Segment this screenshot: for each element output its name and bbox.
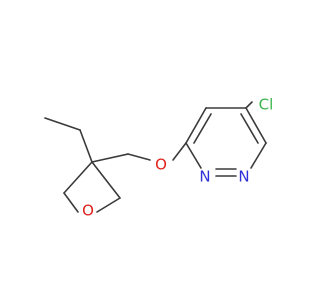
chlorine-label: Cl — [259, 96, 274, 114]
molecule-drawing: Cl N N O O — [44, 96, 274, 220]
ether-oxygen-label: O — [155, 156, 167, 174]
bond-ch2-cq — [91, 153, 129, 163]
bond-n-c1 — [185, 142, 202, 169]
bond-c4-n — [250, 142, 267, 169]
nitrogen-label-1: N — [238, 168, 249, 186]
bond-ethyl-ch3 — [44, 117, 81, 131]
ring-oxygen-label: O — [82, 202, 94, 220]
bond-c1-o — [172, 142, 187, 161]
bond-o-ch2 — [127, 153, 151, 161]
bond-c4-cl — [245, 101, 253, 109]
bond-c1-c2-double — [193, 113, 212, 144]
oxetane-ring — [63, 161, 121, 213]
bond-o-cb — [63, 192, 79, 213]
bond-c3-c4-double — [240, 113, 259, 144]
bond-c1-c2 — [185, 107, 207, 144]
pyridazine-ring — [185, 107, 267, 177]
bond-cq-ca — [91, 161, 121, 199]
nitrogen-label-2: N — [199, 168, 210, 186]
bond-ca-o — [96, 197, 121, 213]
bond-c3-c4 — [245, 107, 267, 144]
structure-canvas: Cl N N O O — [44, 96, 274, 220]
bond-cb-cq — [63, 161, 93, 194]
bond-cq-ethyl — [79, 129, 93, 163]
